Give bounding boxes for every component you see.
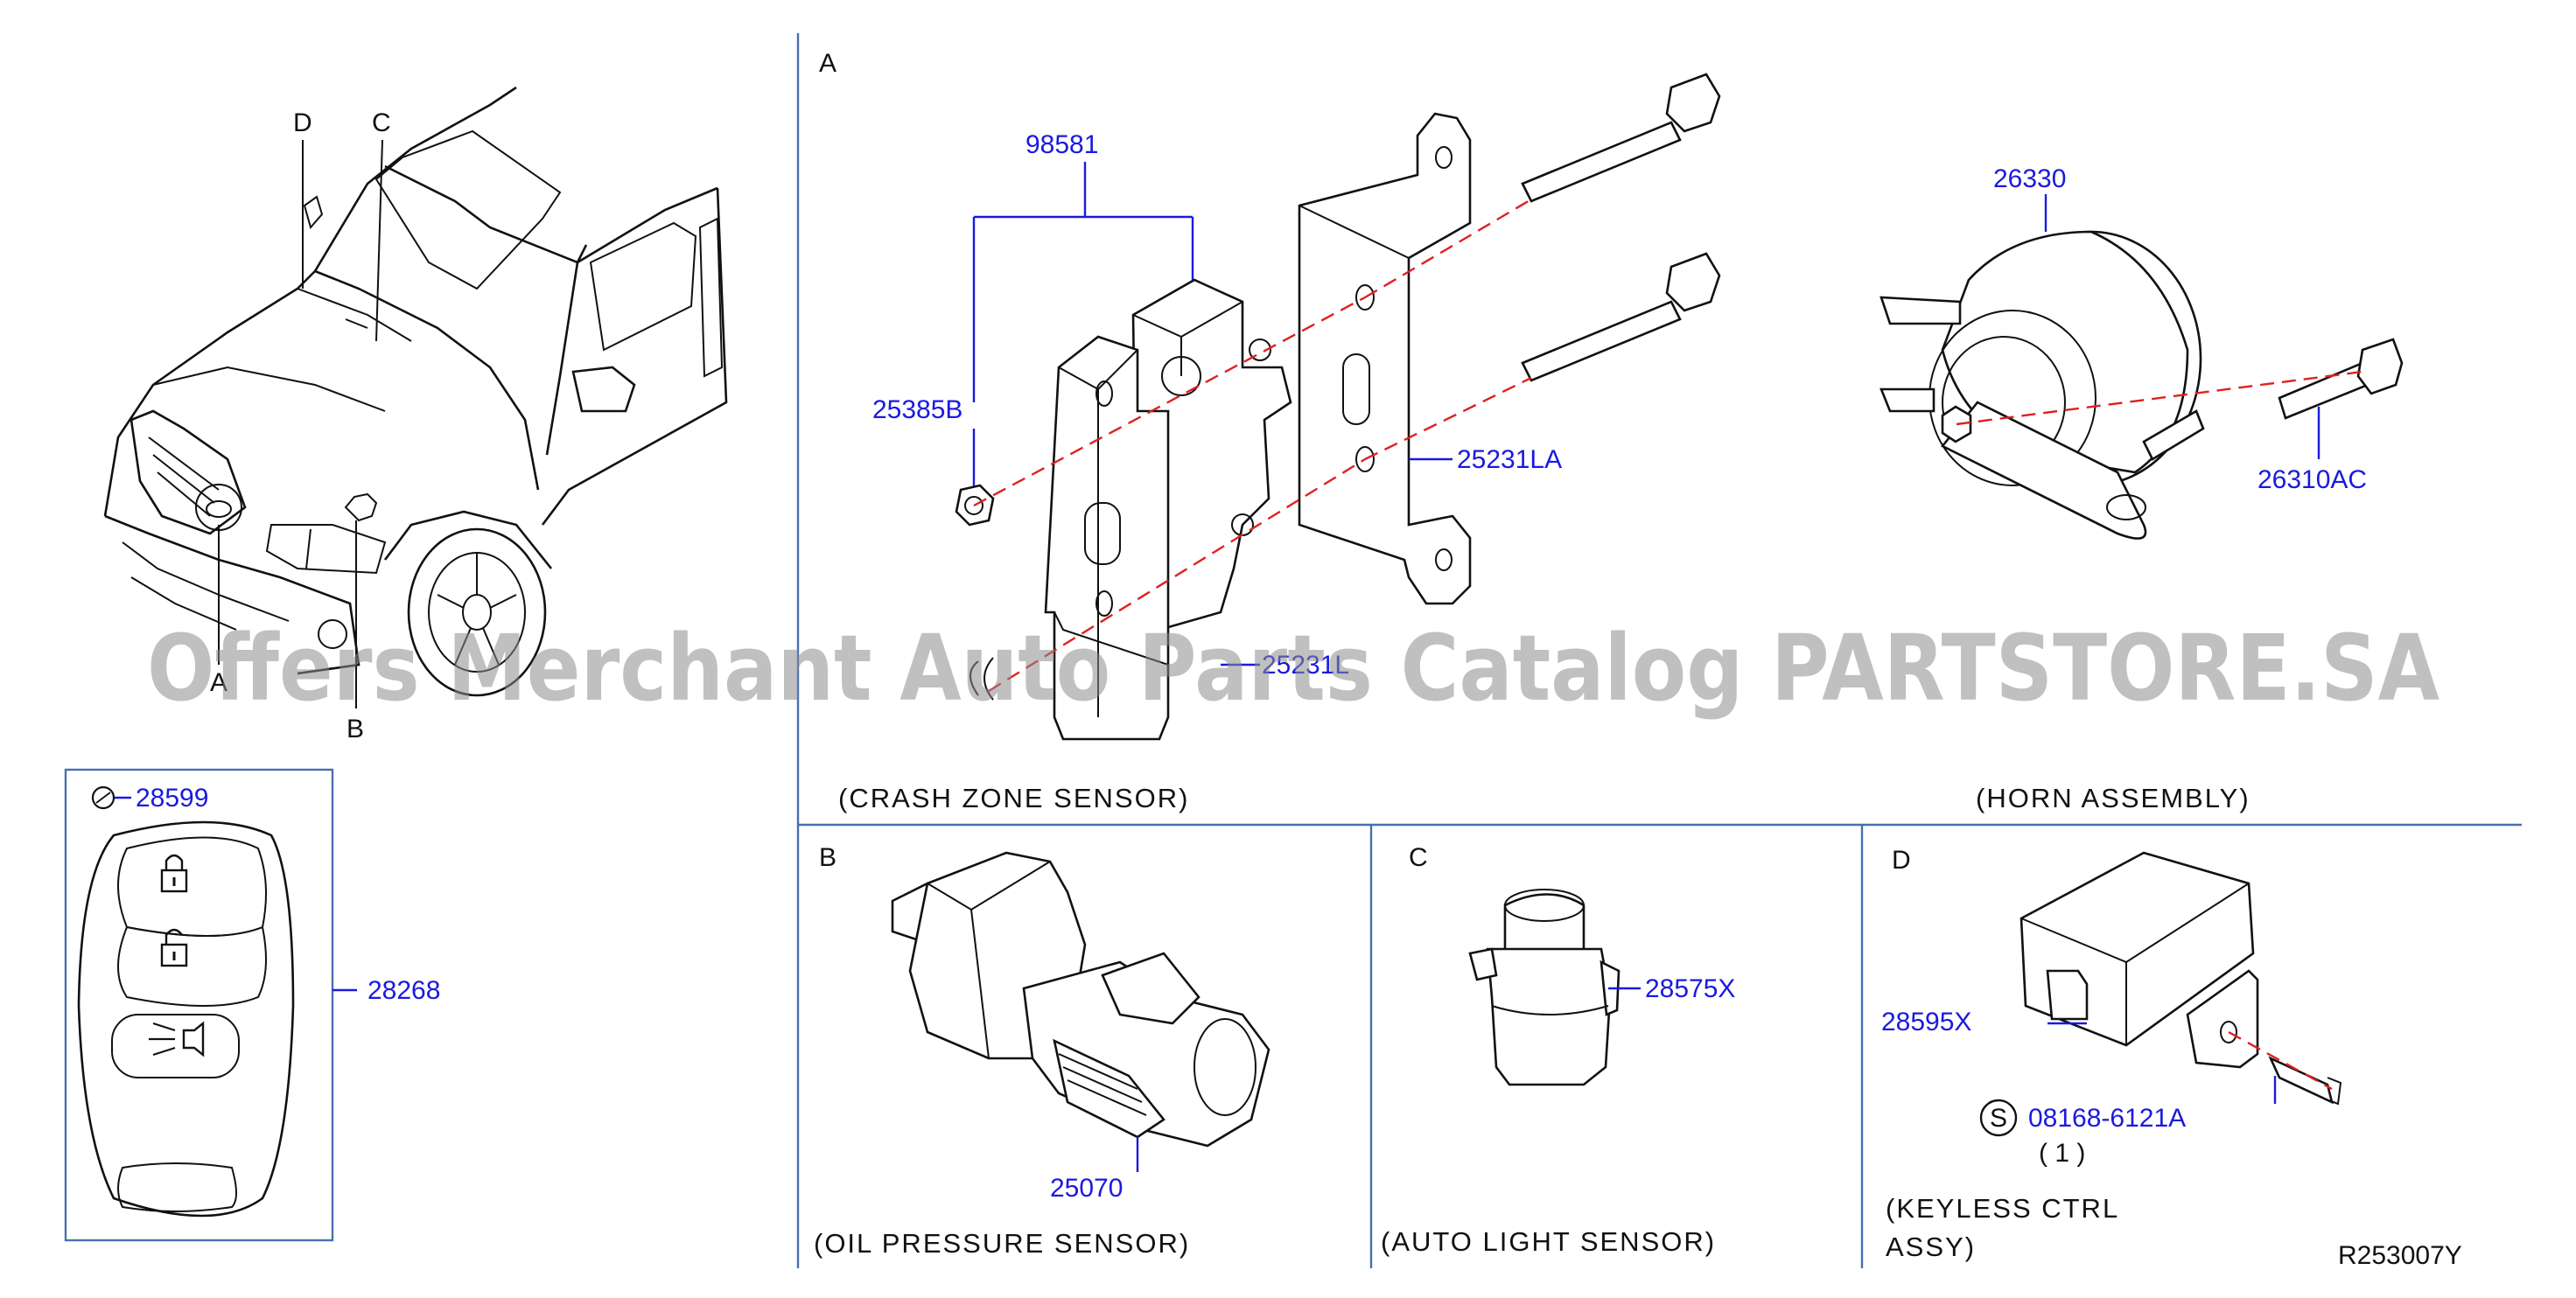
diagram-code: R253007Y — [2338, 1241, 2462, 1270]
caption-horn-assembly: (HORN ASSEMBLY) — [1976, 783, 2250, 813]
section-label-b: B — [819, 843, 836, 872]
quantity-label: ( 1 ) — [2039, 1139, 2085, 1168]
part-number-28599: 28599 — [136, 784, 208, 813]
part-number-25231l: 25231L — [1262, 651, 1349, 680]
part-number-28575x: 28575X — [1645, 974, 1735, 1003]
keyless-centerline — [2228, 1030, 2333, 1091]
lock-icon — [160, 854, 188, 893]
horn-centerline — [1956, 370, 2363, 426]
section-dividers — [796, 33, 2522, 1268]
key-fob-drawing — [77, 820, 295, 1218]
section-label-d: D — [1892, 846, 1911, 875]
caption-oil-pressure-sensor: (OIL PRESSURE SENSOR) — [814, 1228, 1190, 1259]
section-label-a: A — [819, 49, 836, 78]
vehicle-callout-b: B — [346, 715, 364, 743]
vehicle-callout-leaders — [218, 139, 383, 708]
part-number-98581: 98581 — [1026, 130, 1098, 159]
vehicle-callout-c: C — [372, 108, 391, 137]
caption-crash-zone-sensor: (CRASH ZONE SENSOR) — [838, 783, 1189, 813]
battery-icon — [91, 785, 131, 810]
part-number-08168-6121a: 08168-6121A — [2028, 1104, 2186, 1133]
keyless-control-unit-drawing — [2020, 851, 2342, 1106]
caption-keyless-ctrl-line1: (KEYLESS CTRL — [1886, 1193, 2119, 1224]
screw-symbol-letter: S — [1990, 1104, 2007, 1133]
oil-pressure-sensor-drawing — [891, 851, 1270, 1148]
part-number-25385b: 25385B — [872, 395, 962, 424]
crash-sensor-assembly-drawing — [955, 73, 1721, 741]
part-number-25231la: 25231LA — [1457, 445, 1562, 474]
section-label-c: C — [1409, 843, 1428, 872]
auto-light-sensor-drawing — [1468, 889, 1620, 1086]
caption-auto-light-sensor: (AUTO LIGHT SENSOR) — [1381, 1226, 1716, 1257]
part-number-26330: 26330 — [1993, 164, 2066, 193]
part-number-25070: 25070 — [1050, 1174, 1123, 1203]
crash-sensor-centerlines — [973, 198, 1532, 693]
key-fob-frame — [64, 768, 334, 1242]
unlock-icon — [160, 928, 188, 967]
part-number-28268: 28268 — [368, 976, 440, 1005]
watermark: Offers Merchant Auto Parts Catalog PARTS… — [147, 615, 2440, 722]
vehicle-callout-d: D — [293, 108, 312, 137]
screw-symbol — [1979, 1099, 2018, 1137]
caption-keyless-ctrl-line2: ASSY) — [1886, 1232, 1976, 1262]
panic-lights-icon — [149, 1021, 205, 1057]
vehicle-overview-drawing — [103, 86, 728, 697]
vehicle-callout-a: A — [210, 668, 228, 697]
part-number-28595x: 28595X — [1881, 1008, 1971, 1036]
part-number-26310ac: 26310AC — [2258, 465, 2367, 494]
